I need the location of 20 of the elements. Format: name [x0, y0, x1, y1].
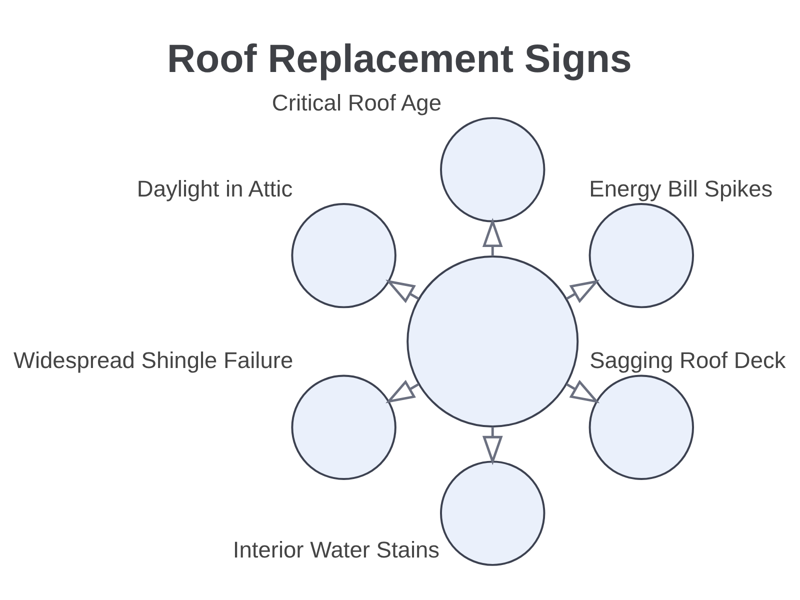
node-label: Sagging Roof Deck: [590, 346, 786, 373]
arrow: [566, 379, 600, 403]
arrow: [482, 426, 503, 465]
node-circle: [588, 202, 694, 308]
node-circle: [440, 460, 546, 566]
node-circle: [291, 202, 396, 308]
node-label: Widespread Shingle Failure: [13, 346, 294, 373]
node-circle: [440, 116, 546, 222]
node-circle: [406, 254, 579, 427]
arrow: [566, 279, 600, 303]
arrow: [386, 279, 420, 303]
node-circle: [291, 374, 396, 480]
node-label: Energy Bill Spikes: [589, 174, 773, 201]
diagram-title: Roof Replacement Signs: [166, 36, 632, 81]
node-label: Critical Roof Age: [272, 88, 442, 115]
node-circle: [588, 374, 694, 480]
node-label: Daylight in Attic: [136, 174, 293, 201]
arrow: [386, 379, 420, 403]
node-label: Interior Water Stains: [232, 536, 440, 562]
arrow: [482, 217, 503, 256]
